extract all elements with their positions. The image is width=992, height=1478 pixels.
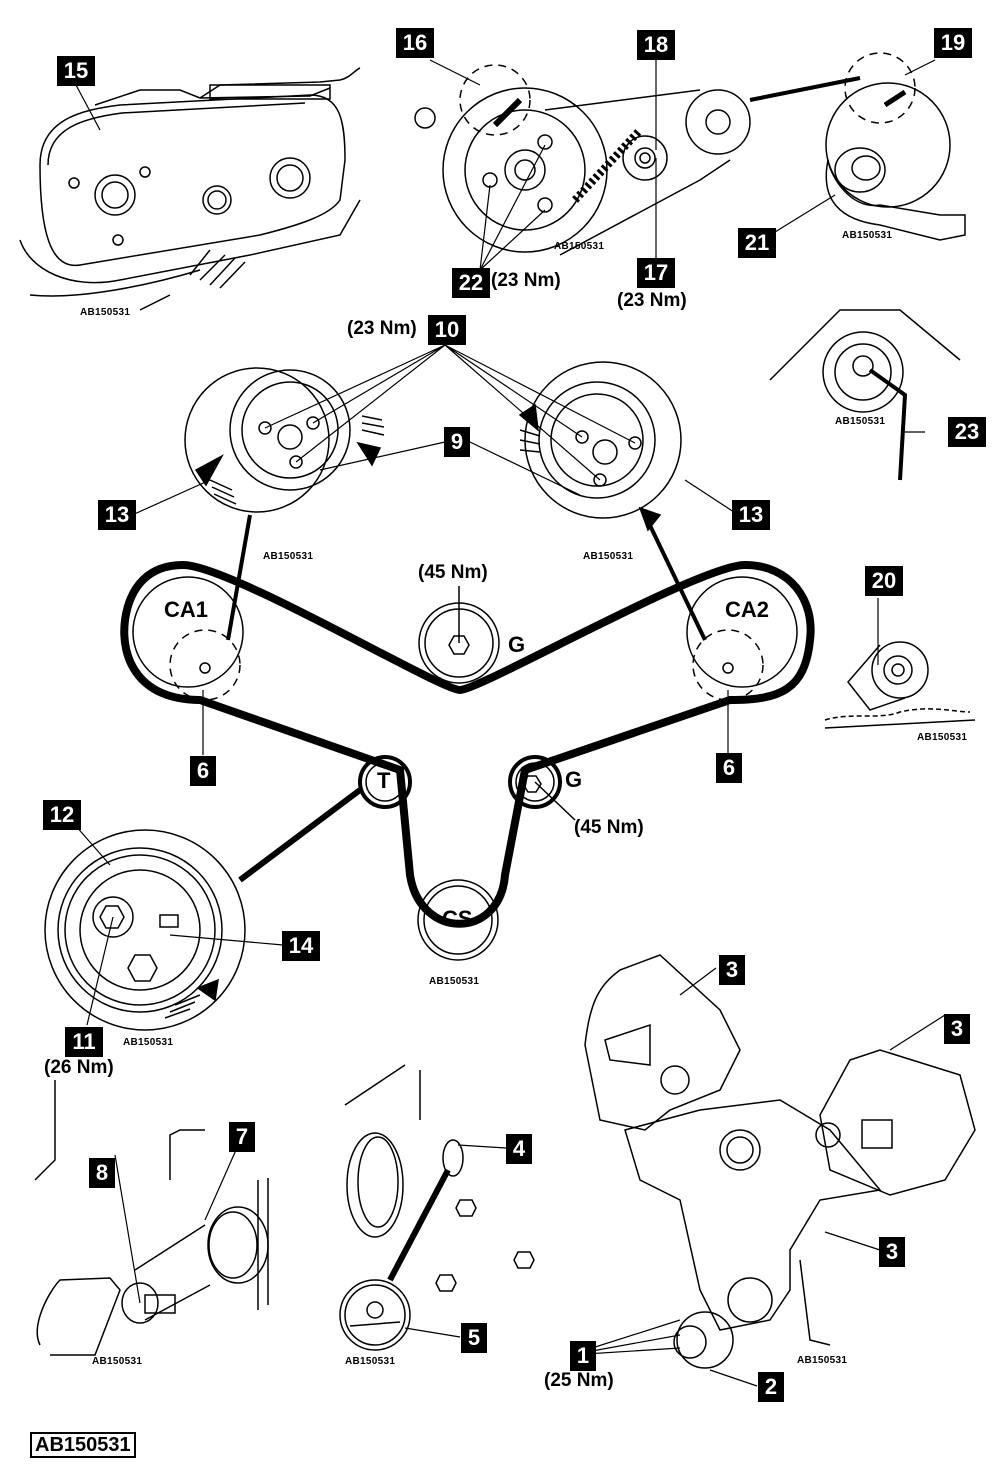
callout-20: 20 [865, 566, 903, 596]
callout-15: 15 [57, 56, 95, 86]
torque-10: (23 Nm) [347, 318, 417, 339]
panel-ca1-pulley-detail [184, 367, 385, 513]
callout-8: 8 [89, 1158, 115, 1188]
callout-23: 23 [948, 417, 986, 447]
callout-14: 14 [282, 931, 320, 961]
panel-covers-exploded [584, 954, 976, 1369]
callout-5: 5 [461, 1323, 487, 1353]
callout-3-top: 3 [719, 955, 745, 985]
callout-11: 11 [65, 1027, 103, 1057]
panel-timing-cover [19, 67, 361, 311]
panel-ref: AB150531 [835, 416, 886, 427]
callout-18: 18 [637, 30, 675, 60]
panel-ref: AB150531 [583, 551, 634, 562]
callout-12: 12 [43, 800, 81, 830]
panel-ref: AB150531 [842, 230, 893, 241]
panel-ref: AB150531 [797, 1355, 848, 1366]
pulley-ca1-label: CA1 [164, 597, 209, 622]
torque-g-top: (45 Nm) [418, 562, 488, 583]
leader-lines [74, 58, 946, 1387]
callout-6-right: 6 [716, 753, 742, 783]
torque-g-bottom: (45 Nm) [574, 817, 644, 838]
callout-21: 21 [738, 228, 776, 258]
panel-ref: AB150531 [92, 1356, 143, 1367]
callout-17: 17 [637, 258, 675, 288]
pulley-cs-label: CS [442, 906, 473, 931]
callout-10: 10 [428, 315, 466, 345]
torque-17: (23 Nm) [617, 290, 687, 311]
callout-16: 16 [396, 28, 434, 58]
panel-ref: AB150531 [123, 1037, 174, 1048]
panel-ref: AB150531 [345, 1356, 396, 1367]
belt-routing [120, 514, 815, 961]
panel-ref: AB150531 [80, 307, 131, 318]
torque-11: (26 Nm) [44, 1057, 114, 1078]
figure-id-box: AB150531 [30, 1432, 136, 1458]
callout-9: 9 [444, 427, 470, 457]
callout-13-right: 13 [732, 500, 770, 530]
callout-22: 22 [452, 268, 490, 298]
pulley-t-label: T [377, 768, 391, 793]
callout-1: 1 [570, 1341, 596, 1371]
panel-camshaft-pulley-detail [414, 64, 751, 256]
callout-3-right: 3 [944, 1014, 970, 1044]
torque-1: (25 Nm) [544, 1370, 614, 1391]
panel-tensioner-pointer [824, 641, 976, 729]
panel-ref: AB150531 [554, 241, 605, 252]
panel-tensioner-allen-key [769, 309, 961, 481]
callout-4: 4 [506, 1134, 532, 1164]
callout-7: 7 [229, 1122, 255, 1152]
panel-ref: AB150531 [429, 976, 480, 987]
panel-ca2-pulley-detail [518, 361, 682, 532]
panel-ref: AB150531 [917, 732, 968, 743]
panel-pin-tool [339, 1064, 535, 1351]
callout-2: 2 [758, 1372, 784, 1402]
callout-19: 19 [934, 28, 972, 58]
torque-22: (23 Nm) [491, 270, 561, 291]
pulley-g-top-label: G [508, 632, 526, 657]
panel-tensioner-detail [44, 787, 362, 1031]
panel-bracket-detail [34, 1080, 269, 1356]
panel-sprocket-locking-tool [749, 52, 966, 241]
panel-ref: AB150531 [263, 551, 314, 562]
callout-6-left: 6 [190, 756, 216, 786]
callout-13-left: 13 [98, 500, 136, 530]
callout-3-middle: 3 [879, 1237, 905, 1267]
pulley-ca2-label: CA2 [725, 597, 770, 622]
pulley-g-bottom-label: G [565, 767, 583, 792]
